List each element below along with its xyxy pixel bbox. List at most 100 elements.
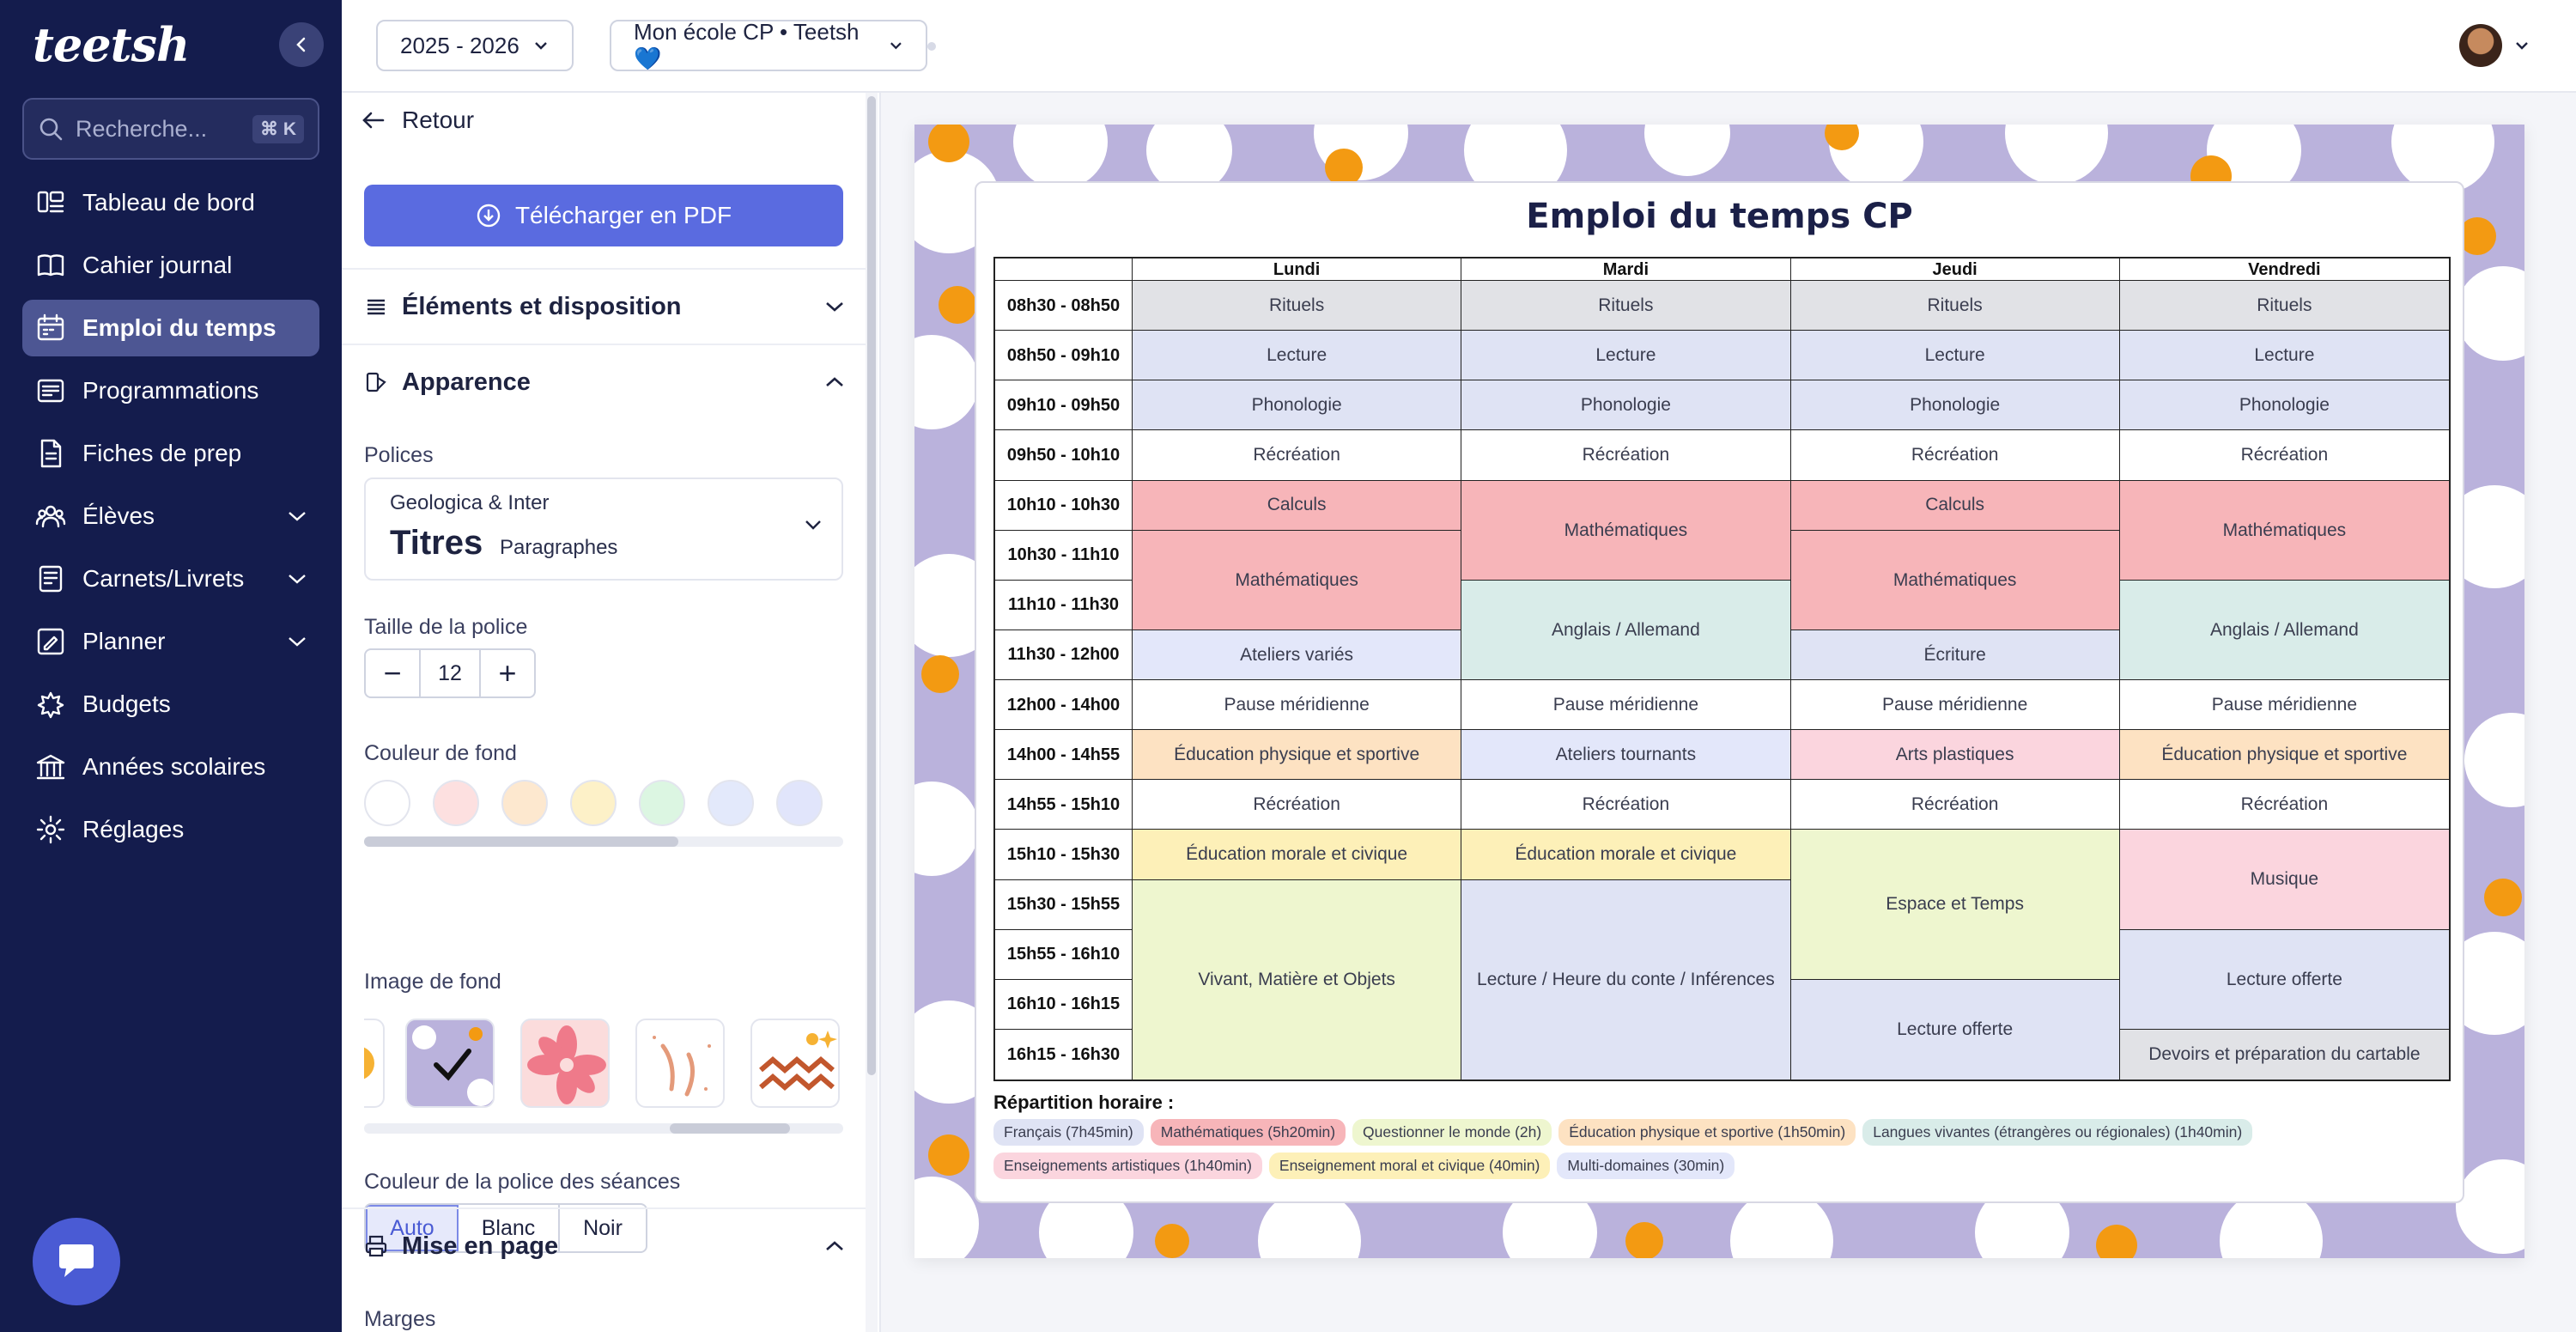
session-cell[interactable]: Vivant, Matière et Objets bbox=[1133, 879, 1462, 1080]
session-cell[interactable]: Lecture bbox=[1461, 331, 1791, 381]
session-cell[interactable]: Mathématiques bbox=[1461, 480, 1791, 581]
chevron-down-icon[interactable] bbox=[2514, 40, 2530, 51]
session-cell[interactable]: Écriture bbox=[1790, 630, 2120, 680]
session-cell[interactable]: Éducation physique et sportive bbox=[1133, 730, 1462, 781]
session-cell[interactable]: Arts plastiques bbox=[1790, 730, 2120, 781]
sidebar-item-notebook[interactable]: Carnets/Livrets bbox=[22, 550, 319, 607]
session-cell[interactable]: Espace et Temps bbox=[1790, 830, 2120, 980]
font-color-noir[interactable]: Noir bbox=[583, 1215, 623, 1240]
session-cell[interactable]: Pause méridienne bbox=[2119, 680, 2449, 731]
planner-icon bbox=[37, 628, 64, 655]
sidebar-item-school[interactable]: Années scolaires bbox=[22, 739, 319, 795]
session-cell[interactable]: Lecture offerte bbox=[1790, 979, 2120, 1080]
session-cell[interactable]: Rituels bbox=[1790, 281, 2120, 331]
session-cell[interactable]: Ateliers variés bbox=[1133, 630, 1462, 680]
year-select[interactable]: 2025 - 2026 bbox=[376, 20, 574, 71]
chat-icon bbox=[59, 1244, 94, 1277]
bg-color-swatch[interactable] bbox=[570, 780, 617, 826]
session-cell[interactable]: Lecture offerte bbox=[2119, 929, 2449, 1030]
bg-image-option[interactable] bbox=[364, 1019, 385, 1108]
session-cell[interactable]: Phonologie bbox=[1790, 380, 2120, 431]
session-cell[interactable]: Pause méridienne bbox=[1790, 680, 2120, 731]
bg-color-swatch[interactable] bbox=[364, 780, 410, 826]
session-cell[interactable]: Phonologie bbox=[1461, 380, 1791, 431]
session-cell[interactable]: Rituels bbox=[1133, 281, 1462, 331]
session-cell[interactable]: Pause méridienne bbox=[1461, 680, 1791, 731]
sidebar-item-book[interactable]: Cahier journal bbox=[22, 237, 319, 294]
sidebar-item-budget[interactable]: Budgets bbox=[22, 676, 319, 733]
sidebar-item-users[interactable]: Élèves bbox=[22, 488, 319, 544]
bg-image-option-selected[interactable] bbox=[405, 1019, 495, 1108]
swatch-scrollbar[interactable] bbox=[364, 836, 843, 847]
session-cell[interactable]: Calculs bbox=[1790, 480, 2120, 531]
font-select[interactable]: Geologica & Inter Titres Paragraphes bbox=[364, 477, 843, 581]
session-cell[interactable]: Récréation bbox=[1461, 780, 1791, 830]
bg-color-swatch[interactable] bbox=[433, 780, 479, 826]
session-cell[interactable]: Lecture bbox=[1790, 331, 2120, 381]
session-cell[interactable]: Mathématiques bbox=[1133, 530, 1462, 630]
section-appearance-header[interactable]: Apparence bbox=[342, 344, 867, 419]
session-cell[interactable]: Récréation bbox=[2119, 780, 2449, 830]
sidebar-item-calendar[interactable]: Emploi du temps bbox=[22, 300, 319, 356]
font-size-value[interactable]: 12 bbox=[419, 650, 481, 696]
school-select[interactable]: Mon école CP • Teetsh 💙 bbox=[610, 19, 927, 71]
session-cell[interactable]: Lecture / Heure du conte / Inférences bbox=[1461, 879, 1791, 1080]
session-cell[interactable]: Mathématiques bbox=[1790, 530, 2120, 630]
session-cell[interactable]: Mathématiques bbox=[2119, 480, 2449, 581]
session-cell[interactable]: Phonologie bbox=[2119, 380, 2449, 431]
search-input[interactable]: Recherche... ⌘ K bbox=[22, 98, 319, 160]
session-cell[interactable]: Musique bbox=[2119, 830, 2449, 930]
bg-image-option[interactable] bbox=[750, 1019, 840, 1108]
bg-color-swatch[interactable] bbox=[501, 780, 548, 826]
bg-color-swatch[interactable] bbox=[708, 780, 754, 826]
day-header: Vendredi bbox=[2119, 258, 2449, 281]
session-cell[interactable]: Rituels bbox=[1461, 281, 1791, 331]
collapse-sidebar-button[interactable] bbox=[279, 22, 324, 67]
session-cell[interactable]: Anglais / Allemand bbox=[2119, 580, 2449, 680]
section-layout-header[interactable]: Éléments et disposition bbox=[342, 268, 867, 344]
panel-scrollbar[interactable] bbox=[867, 96, 876, 1075]
font-color-blanc[interactable]: Blanc bbox=[459, 1205, 560, 1251]
bg-color-swatch[interactable] bbox=[639, 780, 685, 826]
sidebar-item-label: Cahier journal bbox=[82, 252, 233, 278]
session-cell[interactable]: Rituels bbox=[2119, 281, 2449, 331]
session-cell[interactable]: Pause méridienne bbox=[1133, 680, 1462, 731]
session-cell[interactable]: Récréation bbox=[1133, 430, 1462, 481]
session-cell[interactable]: Ateliers tournants bbox=[1461, 730, 1791, 781]
sidebar-item-file[interactable]: Fiches de prep bbox=[22, 425, 319, 482]
back-link[interactable]: Retour bbox=[361, 106, 474, 134]
time-slot: 08h50 - 09h10 bbox=[995, 331, 1133, 381]
session-cell[interactable]: Récréation bbox=[1133, 780, 1462, 830]
sidebar-item-planner[interactable]: Planner bbox=[22, 613, 319, 670]
session-cell[interactable]: Récréation bbox=[2119, 430, 2449, 481]
app-logo[interactable]: teetsh bbox=[33, 17, 190, 72]
bg-color-swatch[interactable] bbox=[776, 780, 823, 826]
user-avatar[interactable] bbox=[2459, 24, 2502, 67]
sidebar-item-list[interactable]: Programmations bbox=[22, 362, 319, 419]
session-cell[interactable]: Calculs bbox=[1133, 480, 1462, 531]
bg-image-option[interactable] bbox=[635, 1019, 725, 1108]
session-cell[interactable]: Éducation physique et sportive bbox=[2119, 730, 2449, 781]
session-cell[interactable]: Éducation morale et civique bbox=[1133, 830, 1462, 880]
session-cell[interactable]: Lecture bbox=[2119, 331, 2449, 381]
decrease-font-button[interactable]: − bbox=[383, 655, 402, 690]
increase-font-button[interactable]: + bbox=[498, 655, 517, 690]
session-cell[interactable]: Lecture bbox=[1133, 331, 1462, 381]
legend-chip: Langues vivantes (étrangères ou régional… bbox=[1862, 1119, 2253, 1146]
sidebar-item-settings[interactable]: Réglages bbox=[22, 801, 319, 858]
search-placeholder: Recherche... bbox=[76, 115, 208, 142]
session-cell[interactable]: Éducation morale et civique bbox=[1461, 830, 1791, 880]
image-scrollbar[interactable] bbox=[364, 1123, 843, 1134]
chat-button[interactable] bbox=[33, 1218, 120, 1305]
session-cell[interactable]: Récréation bbox=[1461, 430, 1791, 481]
session-cell[interactable]: Anglais / Allemand bbox=[1461, 580, 1791, 680]
bg-image-option[interactable] bbox=[520, 1019, 610, 1108]
section-page-header[interactable]: Mise en page bbox=[342, 1207, 867, 1283]
session-cell[interactable]: Récréation bbox=[1790, 430, 2120, 481]
sidebar-item-dashboard[interactable]: Tableau de bord bbox=[22, 174, 319, 231]
session-cell[interactable]: Devoirs et préparation du cartable bbox=[2119, 1029, 2449, 1080]
session-cell[interactable]: Phonologie bbox=[1133, 380, 1462, 431]
zigzag-pattern-icon bbox=[759, 1031, 837, 1091]
session-cell[interactable]: Récréation bbox=[1790, 780, 2120, 830]
download-pdf-button[interactable]: Télécharger en PDF bbox=[364, 185, 843, 246]
